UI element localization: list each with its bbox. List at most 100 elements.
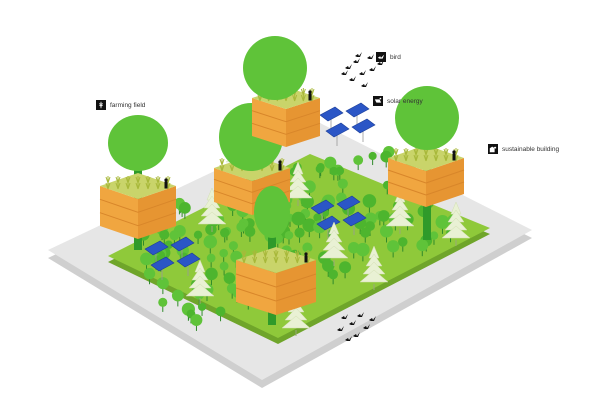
bird (345, 64, 352, 69)
tree-crown (362, 194, 377, 208)
pine-tree (185, 259, 215, 304)
floor-line (213, 178, 253, 193)
solar-panel (319, 106, 344, 122)
tree-crown (324, 156, 337, 169)
tree-crown (328, 269, 339, 280)
crop (403, 154, 409, 162)
tree-crown (219, 261, 229, 271)
floor-line (99, 212, 139, 227)
tree-crown (236, 221, 247, 232)
tree-crown (329, 166, 339, 176)
bird (353, 58, 360, 63)
tree-crown (171, 289, 184, 302)
solar-panel (351, 118, 376, 134)
farmer-head (278, 160, 282, 164)
bird (357, 312, 364, 317)
sustainable-building (387, 86, 465, 240)
crop (145, 182, 151, 190)
building-side (236, 260, 276, 315)
bird (341, 70, 348, 75)
crop (413, 154, 419, 162)
solar-panel (342, 211, 367, 227)
solar-panels (144, 102, 376, 280)
crop (252, 256, 258, 264)
tree-crown (206, 253, 216, 263)
crop (229, 164, 235, 172)
solar-panel-icon (373, 96, 383, 106)
bird (369, 66, 376, 71)
sustainable-buildings (99, 36, 465, 325)
pine-tree (441, 201, 471, 246)
tree-crown (158, 297, 168, 307)
pine-layer (385, 213, 415, 227)
crop (393, 148, 399, 156)
solar-panel (336, 195, 361, 211)
crop (443, 154, 449, 162)
crop (300, 94, 306, 102)
floor-line (425, 181, 465, 196)
legend-label: solar energy (387, 97, 423, 105)
tree-crown (284, 230, 294, 240)
farmer-head (308, 90, 312, 94)
farmer-body (308, 93, 312, 101)
legend-farming-field: farming field (96, 100, 145, 110)
crop (219, 158, 225, 166)
bird (349, 320, 356, 325)
tree-crown (220, 228, 230, 238)
farmer-head (164, 178, 168, 182)
solar-panel-group (319, 102, 376, 146)
bird (363, 324, 370, 329)
tree-crown (322, 259, 335, 272)
farmer-body (452, 153, 456, 161)
bird (367, 54, 374, 59)
legend-label: sustainable building (502, 145, 560, 153)
tree-crown (335, 166, 345, 176)
solar-panel (316, 215, 341, 231)
building-side (426, 158, 464, 207)
tree-crown (387, 240, 400, 253)
tree-crown (416, 239, 429, 252)
crop (241, 256, 247, 264)
tree-crown (302, 242, 313, 253)
farmer-head (452, 150, 456, 154)
crop (262, 256, 268, 264)
tree-crown (291, 211, 306, 226)
bird (345, 336, 352, 341)
tree-crown (313, 213, 322, 222)
wheat-icon (96, 100, 106, 110)
crop (219, 164, 225, 172)
bird (361, 82, 368, 87)
tree-crown (429, 231, 439, 240)
tree-crown (254, 186, 290, 238)
floor-line (425, 169, 465, 184)
tree-crown (339, 261, 352, 274)
solar-panel-group (310, 195, 367, 239)
crop (294, 256, 300, 264)
legend-solar-energy: solar energy (373, 96, 423, 106)
pine-tree (359, 245, 389, 290)
bird-flock (337, 52, 384, 341)
crop (269, 164, 275, 172)
crop (284, 256, 290, 264)
bird (369, 316, 376, 321)
building-side (100, 186, 138, 239)
legend-label: bird (390, 53, 401, 61)
farmer-body (278, 163, 282, 171)
tree-crown (377, 210, 390, 222)
tree-crown (337, 178, 348, 189)
pine-tree (319, 221, 349, 266)
sustainable-building (243, 36, 321, 147)
legend-sustainable-building: sustainable building (488, 144, 559, 154)
farmer-body (164, 181, 168, 189)
farmer-head (304, 252, 308, 256)
tree-crown (193, 230, 203, 240)
crop (292, 94, 298, 102)
pine-layer (283, 185, 313, 199)
building-side (138, 186, 176, 239)
pine-layer (185, 283, 215, 297)
tree-crown (379, 224, 393, 238)
bird (355, 52, 362, 57)
crop (433, 154, 439, 162)
tree-crown (205, 223, 217, 236)
